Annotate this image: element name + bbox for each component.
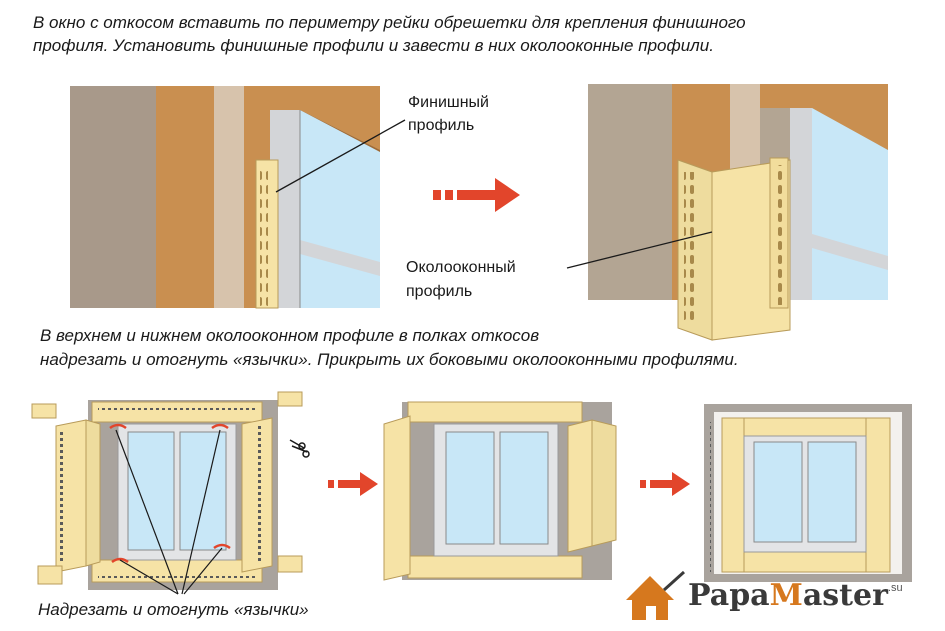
- house-logo-icon: [626, 570, 686, 620]
- bottom-finished-illustration: [704, 404, 912, 582]
- finish-profile-label-line-1: Финишный: [408, 94, 489, 111]
- arrow-top: [433, 178, 520, 212]
- top-right-illustration: [566, 84, 888, 341]
- top-instruction-line-2: профиля. Установить финишные профили и з…: [33, 36, 714, 55]
- window-profile-label-line-2: профиль: [406, 283, 473, 300]
- middle-instruction-line-1: В верхнем и нижнем околооконном профиле …: [40, 326, 540, 345]
- arrow-bottom-2: [640, 472, 690, 496]
- finish-profile-label-line-2: профиль: [408, 117, 475, 134]
- window-profile-label-line-1: Околооконный: [406, 259, 516, 276]
- top-instruction-line-1: В окно с откосом вставить по периметру р…: [33, 13, 746, 32]
- top-left-illustration: [70, 86, 406, 309]
- middle-instruction-line-2: надрезать и отогнуть «язычки». Прикрыть …: [40, 350, 739, 369]
- arrow-bottom-1: [328, 472, 378, 496]
- bottom-exploded-illustration: [31, 391, 310, 595]
- bottom-middle-illustration: [383, 401, 617, 581]
- site-logo: PapaMaster.su: [622, 570, 922, 626]
- site-logo-text: PapaMaster.su: [688, 578, 903, 613]
- bottom-caption: Надрезать и отогнуть «язычки»: [38, 600, 309, 619]
